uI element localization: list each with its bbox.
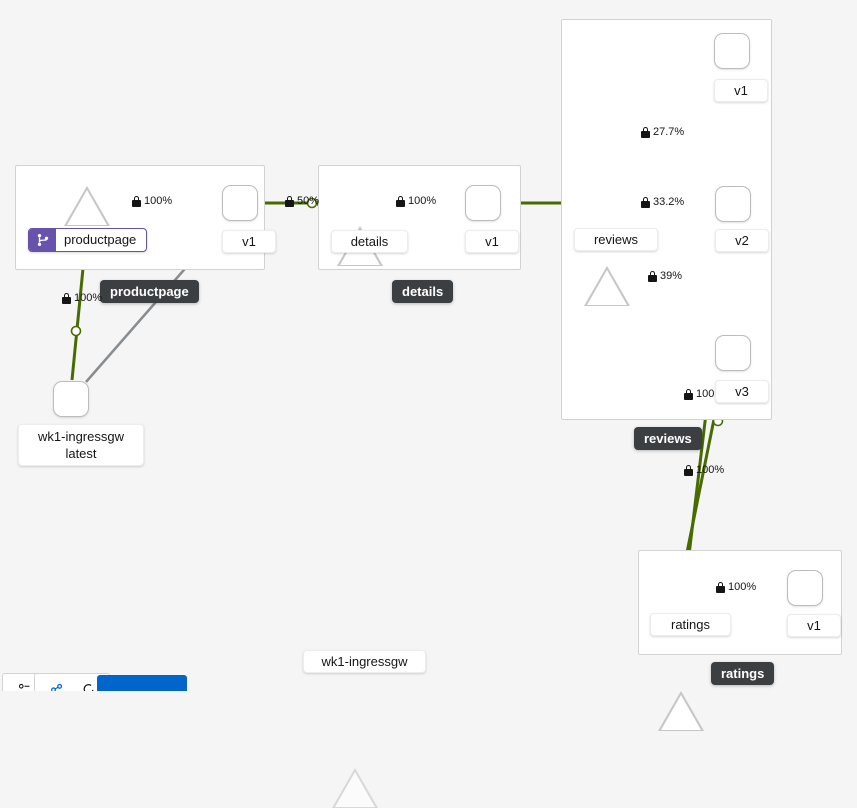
edge-rate: 33.2% [653, 196, 685, 208]
node-label-details-v1: v1 [465, 230, 519, 253]
edge-label-ratings-v1: 100% [716, 581, 756, 593]
node-ratings-service[interactable] [658, 691, 704, 731]
reset-view-icon [83, 684, 93, 691]
bottom-toolbar[interactable] [0, 672, 857, 691]
edge-label-v2-to-ratings: 100% [684, 464, 724, 476]
workload-shape [465, 185, 501, 221]
edge-rate: 100% [408, 195, 437, 207]
edge-rate: 100 [696, 388, 715, 400]
node-label-productpage-v1: v1 [222, 230, 276, 253]
node-label-productpage-service[interactable]: productpage [28, 228, 148, 252]
workload-shape [714, 33, 750, 69]
group-label-details[interactable]: details [392, 280, 454, 303]
workload-shape [715, 186, 751, 222]
ingressgw-version: latest [65, 446, 97, 461]
node-reviews-v3[interactable] [715, 335, 751, 371]
node-productpage-service[interactable] [64, 186, 110, 226]
edge-label-reviews-v1: 27.7% [641, 126, 684, 138]
edge-label-ingressgw-productpage: 100% [62, 292, 102, 304]
edge-label-details-v1: 100% [396, 195, 436, 207]
node-reviews-v2[interactable] [715, 186, 751, 222]
primary-action-button[interactable] [97, 675, 187, 691]
node-label-reviews-v3: v3 [715, 380, 769, 403]
mtls-lock-icon [641, 196, 650, 208]
mtls-lock-icon [716, 581, 725, 593]
edge-label-reviews-v3: 39% [648, 270, 682, 282]
virtualservice-icon [29, 229, 56, 251]
edge-rate: 100% [696, 464, 725, 476]
node-label-ratings-v1: v1 [787, 614, 841, 637]
workload-shape [715, 335, 751, 371]
node-ingressgw-workload[interactable] [53, 381, 89, 417]
productpage-service-name: productpage [64, 232, 137, 247]
edge-rate: 100% [728, 581, 757, 593]
workload-shape [787, 570, 823, 606]
workload-shape [222, 185, 258, 221]
node-reviews-v1[interactable] [714, 33, 750, 69]
mtls-lock-icon [648, 270, 657, 282]
mtls-lock-icon [285, 195, 294, 207]
edge-rate: 100% [74, 292, 103, 304]
edge-rate: 100% [144, 195, 173, 207]
edge-label-v3-to-ratings: 100 [684, 388, 714, 400]
node-label-reviews-service: reviews [574, 228, 658, 251]
edge-label-productpage-details: 50% [285, 195, 319, 207]
group-label-productpage[interactable]: productpage [100, 280, 199, 303]
mtls-lock-icon [641, 126, 650, 138]
node-label-reviews-v2: v2 [715, 229, 769, 252]
mtls-lock-icon [132, 195, 141, 207]
service-shape-ghost-inner [335, 772, 375, 807]
node-label-ingressgw: wk1-ingressgw latest [18, 424, 144, 466]
service-shape-inner [661, 695, 701, 730]
edge-rate: 27.7% [653, 126, 685, 138]
edge-rate: 50% [297, 195, 320, 207]
node-label-details-service: details [331, 230, 408, 253]
group-label-ratings[interactable]: ratings [711, 662, 775, 685]
node-label-ghost-ingressgw: wk1-ingressgw [303, 650, 426, 673]
node-ghost-ingressgw[interactable] [332, 768, 378, 808]
node-label-ratings-service: ratings [650, 613, 731, 636]
legend-icon [18, 683, 29, 689]
mtls-lock-icon [396, 195, 405, 207]
ingressgw-name: wk1-ingressgw [38, 429, 124, 444]
edge-rate: 39% [660, 270, 683, 282]
mtls-lock-icon [62, 292, 71, 304]
node-ratings-v1[interactable] [787, 570, 823, 606]
edge-label-reviews-v2: 33.2% [641, 196, 684, 208]
node-label-reviews-v1: v1 [714, 79, 768, 102]
fit-to-screen-icon [50, 683, 62, 691]
mtls-lock-icon [684, 464, 693, 476]
node-details-v1[interactable] [465, 185, 501, 221]
workload-shape [53, 381, 89, 417]
node-productpage-v1[interactable] [222, 185, 258, 221]
service-shape-inner [587, 270, 627, 305]
mtls-lock-icon [684, 388, 693, 400]
group-label-reviews[interactable]: reviews [634, 427, 702, 450]
edge-label-productpage-v1: 100% [132, 195, 172, 207]
node-reviews-service[interactable] [584, 266, 630, 306]
service-shape-inner [67, 190, 107, 225]
